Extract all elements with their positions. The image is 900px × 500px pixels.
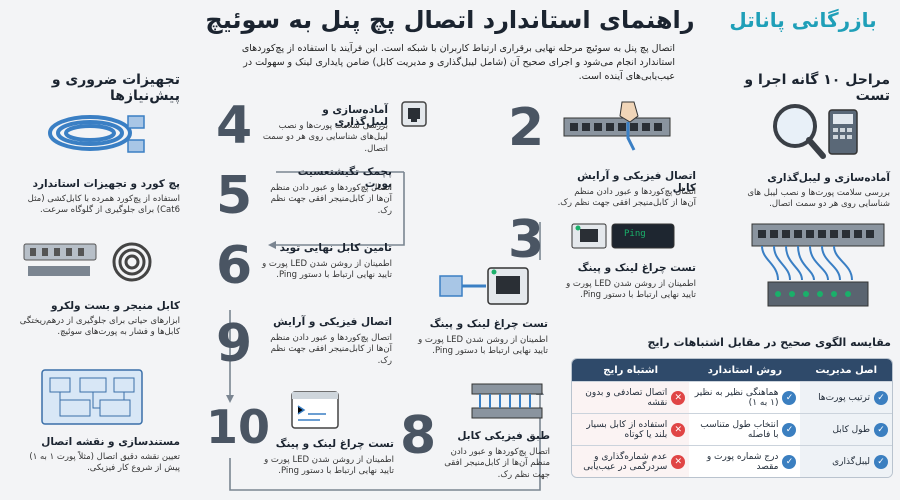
prereq-title: تجهیزات ضروری و پیش‌نیازها: [51, 72, 180, 104]
wall-port-icon: [401, 101, 427, 127]
ethernet-cable-icon: [48, 115, 145, 153]
step-6-title: تامین کابل نهایی توید: [279, 242, 392, 254]
cell-principle: ترتیب پورت‌ها: [818, 392, 870, 403]
step-5-desc: اتصال پچ‌کوردها و عبور دادن منظم آن‌ها ا…: [270, 183, 392, 216]
brand-logo: بازرگانی پاناتل: [729, 8, 877, 32]
step-10-number: 10: [206, 400, 271, 454]
check-icon: ✓: [782, 422, 797, 437]
terminal-window-icon: [291, 391, 339, 429]
step-6-number: 6: [216, 236, 253, 296]
hand-patching-icon: [563, 101, 671, 151]
cell-standard: انتخاب طول متناسب با فاصله: [700, 419, 779, 440]
comparison-table: اصل مدیریت روش استاندارد اشتباه رایج ✓ تر…: [571, 358, 893, 478]
check-icon: ✓: [782, 454, 797, 469]
col-principle: اصل مدیریت: [800, 359, 892, 381]
step-5-number: 5: [216, 166, 253, 226]
cell-standard: درج شماره پورت و مقصد: [706, 451, 779, 472]
step-9-title: اتصال فیزیکی و آرایش: [273, 316, 392, 328]
cross-icon: ✕: [671, 454, 686, 469]
col-mistake: اشتباه رایج: [572, 359, 690, 381]
cell-mistake: استفاده از کابل بسیار بلند یا کوتاه: [586, 419, 668, 440]
cell-mistake: اتصال تصادفی و بدون نقشه: [585, 387, 668, 408]
step-2-title: اتصال فیزیکی و آرایش کابل: [577, 170, 696, 194]
prereq-3-desc: تعیین نقشه دقیق اتصال (مثلاً پورت ۱ به ۱…: [29, 452, 180, 474]
cell-mistake: عدم شماره‌گذاری و سردرگمی در عیب‌یابی: [583, 451, 668, 472]
step-3-title: تست چراغ لینک و پینگ: [577, 262, 696, 274]
page-title: راهنمای استاندارد اتصال پچ پنل به سوئیچ: [205, 6, 695, 34]
step-10-title: تست چراغ لینک و پینگ: [275, 438, 394, 450]
prereq-2-title: کابل منیجر و بست ولکرو: [50, 300, 180, 312]
step-3-number: 3: [508, 210, 545, 270]
cell-principle: طول کابل: [832, 424, 870, 435]
cell-principle: لیبل‌گذاری: [832, 456, 870, 467]
step-9-desc: اتصال پچ‌کوردها و عبور دادن منظم آن‌ها ا…: [270, 333, 392, 366]
step-6-desc: اطمینان از روشن شدن LED پورت و تایید نها…: [262, 259, 392, 281]
prereq-1-desc: استفاده از پچ‌کورد همرده با کابل‌کشی (مث…: [27, 194, 180, 216]
rack-cabling-icon: [471, 383, 543, 419]
step-5-title: پچمک تگیشتعسیت پورت: [297, 166, 392, 190]
step-4-number: 4: [216, 96, 253, 156]
magnifier-label-icon: [773, 104, 858, 159]
check-icon: ✓: [782, 390, 797, 405]
ping-label: Ping: [624, 229, 646, 239]
steps-title: مراحل ۱۰ گانه اجرا و تست: [744, 72, 890, 104]
check-icon: ✓: [874, 422, 888, 437]
step-2-desc: اتصال پچ‌کوردها و عبور دادن منظم آن‌ها ا…: [557, 187, 696, 209]
step-8-number: 8: [400, 406, 437, 466]
blueprint-icon: [41, 369, 143, 425]
patch-switch-icon: [751, 223, 885, 307]
step-2-number: 2: [508, 98, 545, 158]
step-8-title: طبق فیزیکی کابل: [457, 430, 550, 442]
table-row: ✓ترتیب پورت‌ها ✓هماهنگی نظیر به نظیر (۱ …: [572, 381, 892, 413]
prereq-1-title: پچ کورد و تجهیزات استاندارد: [32, 178, 180, 190]
step-3b-title: تست چراغ لینک و پینگ: [429, 318, 548, 330]
step-10-desc: اطمینان از روشن شدن LED پورت و تایید نها…: [264, 455, 394, 477]
step-8-desc: اتصال پچ‌کوردها و عبور دادن منظم آن‌ها ا…: [444, 447, 550, 480]
step-3b-desc: اطمینان از روشن شدن LED پورت و تایید نها…: [418, 335, 548, 357]
cross-icon: ✕: [671, 390, 686, 405]
comparison-title: مقایسه الگوی صحیح در مقابل اشتباهات رایج: [647, 336, 891, 349]
check-icon: ✓: [874, 454, 888, 469]
cross-icon: ✕: [671, 422, 686, 437]
rj45-connector-icon: [439, 267, 529, 305]
port-ping-icon: [571, 223, 675, 249]
table-row: ✓طول کابل ✓انتخاب طول متناسب با فاصله ✕ا…: [572, 413, 892, 445]
cable-manager-icon: [23, 242, 152, 282]
prereq-3-title: مستندسازی و نقشه اتصال: [41, 436, 180, 448]
check-icon: ✓: [874, 390, 888, 405]
first-step-title: آماده‌سازی و لیبل‌گذاری: [767, 172, 890, 184]
col-standard: روش استاندارد: [689, 359, 801, 381]
first-step-desc: بررسی سلامت پورت‌ها و نصب لیبل های شناسا…: [747, 188, 890, 210]
table-row: ✓لیبل‌گذاری ✓درج شماره پورت و مقصد ✕عدم …: [572, 445, 892, 477]
intro-text: اتصال پچ پنل به سوئیچ مرحله نهایی برقرار…: [241, 43, 675, 82]
step-4-desc: بررسی سلامت پورت‌ها و نصب لیبل‌های شناسا…: [262, 121, 388, 154]
prereq-2-desc: ابزارهای حیاتی برای جلوگیری از درهم‌ریخت…: [19, 316, 180, 338]
step-9-number: 9: [216, 314, 253, 374]
step-4-title: آماده‌سازی و لیبل‌گذاری: [322, 104, 388, 128]
cell-standard: هماهنگی نظیر به نظیر (۱ به ۱): [694, 387, 779, 408]
step-3-desc: اطمینان از روشن شدن LED پورت و تایید نها…: [566, 279, 696, 301]
